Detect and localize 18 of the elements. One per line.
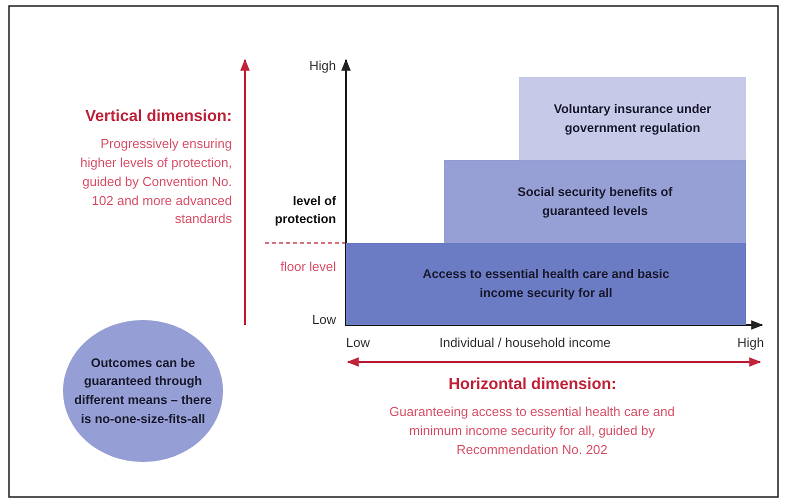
node-text: Social security benefits of guaranteed levels [516,184,674,220]
node-text: Outcomes can be guaranteed through different means – there is no-one-size-fits-all [73,354,213,428]
level-band [519,77,746,160]
description: Progressively ensuring higher levels of protection, guided by Convention No. 102 and more advanced standards [79,135,232,228]
description: Guaranteeing access to essential health care and minimum income security for all, guided by Recommendation No. 202 [388,403,676,459]
heading: Horizontal dimension: [448,375,618,394]
level-label: floor level [279,258,336,276]
level-band [444,160,746,243]
axis-title: Individual / household income [438,334,612,352]
heading: Vertical dimension: [84,107,232,126]
axis-tick-label: High [308,57,336,75]
axis-title: level of protection [274,193,336,228]
axis-tick-label: High [736,334,764,352]
node-text: Voluntary insurance under government regulation [552,100,712,137]
axis-tick-label: Low [311,311,336,329]
level-band [346,243,746,325]
node-text: Access to essential health care and basic income security for all [422,266,670,302]
axis-tick-label: Low [346,334,371,352]
